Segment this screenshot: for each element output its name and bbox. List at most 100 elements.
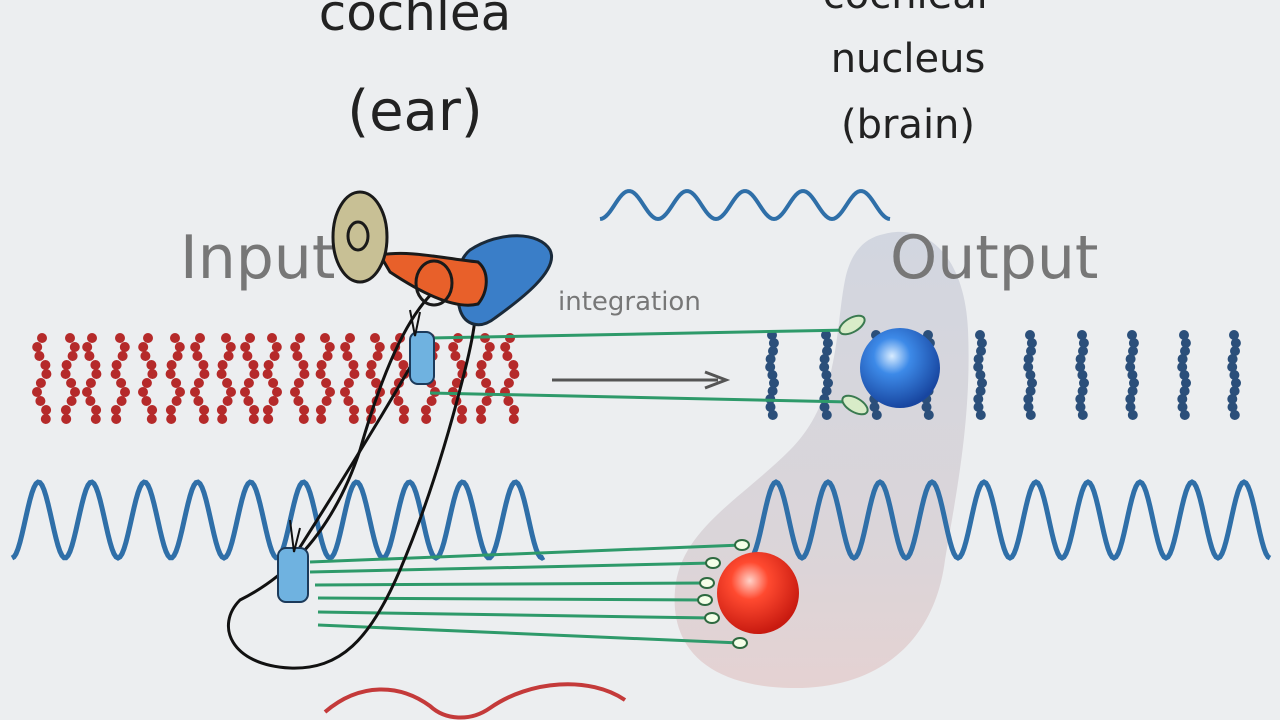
spike-dot (502, 351, 513, 361)
spike-dot (365, 369, 376, 379)
spike-dot (393, 396, 404, 406)
spike-dot (1075, 402, 1086, 412)
spike-dot (821, 386, 832, 396)
spike-dot (271, 342, 282, 352)
spike-dot (1025, 370, 1036, 380)
input-label: Input (180, 223, 335, 293)
spike-dot (349, 405, 360, 415)
spike-dot (1125, 402, 1136, 412)
spike-dot (973, 394, 984, 404)
output-label: Output (890, 223, 1098, 293)
spike-dot (1075, 362, 1086, 372)
spike-dot (1227, 394, 1238, 404)
spike-dot (481, 378, 492, 388)
spike-dot (503, 396, 514, 406)
spike-dot (299, 369, 310, 379)
spike-dot (190, 342, 201, 352)
spike-dot (1227, 362, 1238, 372)
spike-dot (821, 410, 832, 420)
spike-dot (503, 378, 514, 388)
spike-dot (1027, 378, 1037, 388)
spike-dot (198, 360, 209, 370)
spike-dot (222, 396, 233, 406)
spike-dot (262, 405, 273, 415)
spike-dot (343, 396, 354, 406)
spike-dot (61, 414, 72, 424)
lower-fibers (309, 543, 743, 645)
spike-dot (345, 333, 355, 343)
spike-dot (325, 387, 335, 397)
spike-dot (508, 414, 519, 424)
spike-dot (420, 405, 431, 415)
spike-dot (1128, 338, 1139, 348)
spike-dot (225, 342, 236, 352)
nucleus-label-line1: nucleus (831, 36, 986, 82)
cochlea-label-line1: cochlea (319, 0, 512, 42)
spike-dot (1179, 330, 1189, 340)
spike-dot (1231, 378, 1241, 388)
spike-dot (143, 333, 153, 343)
spike-dot (41, 369, 52, 379)
spike-dot (476, 360, 487, 370)
spike-dot (60, 405, 71, 415)
spike-dot (217, 360, 228, 370)
spike-dot (765, 354, 776, 364)
red-neuron-icon (717, 552, 799, 634)
spike-dot (35, 378, 46, 388)
spike-dot (66, 396, 77, 406)
spike-dot (32, 342, 43, 352)
spike-dot (315, 369, 326, 379)
spike-dot (174, 342, 185, 352)
spike-dot (170, 333, 180, 343)
spike-dot (1177, 402, 1188, 412)
spike-dot (1179, 386, 1190, 396)
spike-dot (973, 362, 984, 372)
spike-dot (221, 333, 231, 343)
spike-dot (1077, 370, 1088, 380)
spike-dot (70, 387, 80, 397)
spike-dot (172, 351, 183, 361)
spike-dot (340, 342, 351, 352)
spike-dot (141, 378, 152, 388)
spike-dot (40, 414, 51, 424)
spike-dot (1077, 330, 1087, 340)
spike-dot (85, 378, 96, 388)
output-sound-wave (748, 479, 1272, 561)
spike-dot (921, 402, 932, 412)
spike-dot (293, 396, 304, 406)
spike-dot (166, 360, 177, 370)
spike-dot (1127, 330, 1137, 340)
spike-dot (509, 405, 520, 415)
spike-dot (456, 360, 467, 370)
spike-dot (1230, 338, 1241, 348)
spike-dot (1127, 370, 1138, 380)
spike-dot (110, 369, 121, 379)
spike-dot (60, 369, 71, 379)
spike-dot (91, 369, 102, 379)
spike-dot (399, 405, 410, 415)
nerve-branch (293, 349, 422, 556)
spike-dot (767, 410, 778, 420)
spike-dot (299, 405, 310, 415)
spike-dot (1078, 346, 1088, 356)
spike-dot (223, 351, 234, 361)
spike-dot (322, 351, 333, 361)
spike-dot (1026, 338, 1037, 348)
integration-arrow (552, 370, 731, 390)
spike-dot (1177, 354, 1188, 364)
spike-dot (140, 351, 151, 361)
spike-dot (975, 370, 986, 380)
spike-dot (324, 342, 335, 352)
spike-dot (450, 351, 461, 361)
spike-dot (90, 360, 101, 370)
spike-dot (398, 360, 409, 370)
auditory-nerve-loop (227, 278, 477, 670)
spike-dot (243, 396, 254, 406)
spike-dot (147, 369, 158, 379)
spike-dot (138, 387, 148, 397)
spike-dot (120, 387, 130, 397)
low-frequency-wave (323, 682, 627, 720)
spike-dot (315, 405, 326, 415)
spike-dot (481, 396, 492, 406)
spike-dot (1227, 402, 1238, 412)
